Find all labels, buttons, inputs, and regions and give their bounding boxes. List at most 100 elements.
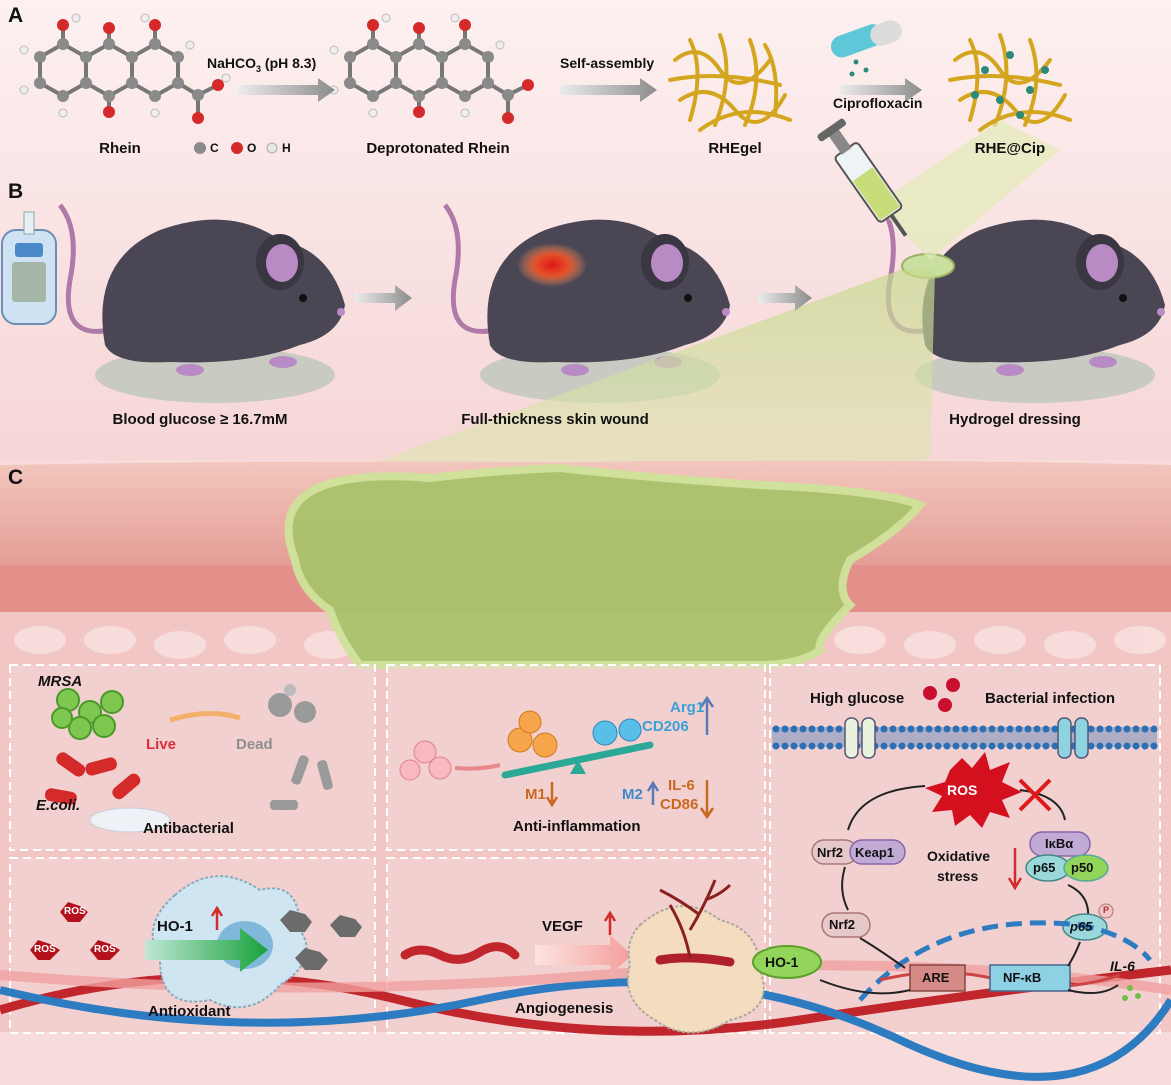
vegf-arrow: [535, 935, 632, 975]
dead-bacteria: [268, 684, 333, 810]
ho1-green-arrow: [145, 928, 268, 972]
label-phospho: P: [1103, 905, 1110, 915]
ecoli-rods: [44, 752, 141, 805]
label-ho1: HO-1: [157, 918, 193, 935]
ros-label-2: ROS: [34, 944, 56, 955]
mouse-diabetic: [57, 203, 346, 403]
label-dead: Dead: [236, 736, 273, 753]
syringe-icon: [817, 118, 908, 237]
label-p65: p65: [1033, 860, 1056, 875]
endothelial-cell: [626, 879, 765, 1034]
label-m2: M2: [622, 786, 643, 803]
hydrogel-in-wound: [284, 463, 927, 669]
reaction-arrow-2: [560, 78, 657, 102]
arg1-up-arrow: [699, 695, 715, 735]
zoom-beam-top: [875, 120, 1060, 260]
ros-label-1: ROS: [64, 906, 86, 917]
label-il6-inflam: IL-6: [668, 777, 695, 794]
phospho-badge: [1098, 903, 1114, 919]
cell-nucleus-1: [89, 807, 171, 833]
title-antibacterial: Antibacterial: [143, 820, 234, 837]
legend-oxygen-dot: [231, 142, 243, 154]
label-oxidative: Oxidative: [927, 848, 991, 864]
process-arrow-2: [758, 285, 812, 311]
m1-macrophages: [399, 740, 452, 781]
legend-carbon-dot: [194, 142, 206, 154]
label-vegf: VEGF: [542, 918, 583, 935]
label-rhein: Rhein: [99, 140, 141, 157]
ros-particles-left: [30, 902, 120, 960]
mrsa-cluster: [51, 688, 124, 740]
title-anti-inflammation: Anti-inflammation: [513, 818, 641, 835]
panel-label-b: B: [8, 180, 24, 203]
fat-cells: [14, 626, 1166, 659]
ho1-up-arrow: [210, 905, 224, 930]
label-glucose: Blood glucose ≥ 16.7mM: [112, 411, 288, 428]
keap1-pill: [849, 839, 906, 865]
label-cd206: CD206: [642, 718, 689, 735]
reaction-arrow-3: [840, 78, 922, 102]
label-arg1: Arg1: [670, 699, 705, 716]
label-stress: stress: [937, 868, 979, 884]
panel-label-c: C: [8, 466, 24, 489]
p65-to-nfkb-arrow: [1067, 941, 1081, 967]
m2-up-arrow: [646, 780, 660, 805]
legend-o: O: [247, 141, 257, 155]
seesaw-bar: [501, 741, 654, 779]
zoom-beam: [300, 270, 935, 490]
m2-macrophages-blue: [592, 718, 642, 746]
label-ciprofloxacin: Ciprofloxacin: [833, 95, 923, 111]
label-il6-signal: IL-6: [1110, 958, 1135, 974]
label-ho1-badge: HO-1: [765, 954, 799, 970]
vegf-molecule: [400, 942, 520, 964]
label-reagent: NaHCO3 (pH 8.3): [207, 55, 317, 74]
nrf2-release-arrow: [841, 866, 849, 911]
title-antioxidant: Antioxidant: [148, 1003, 231, 1020]
label-ecoli: E.coli.: [36, 797, 81, 814]
legend-c: C: [210, 141, 219, 155]
label-self-assembly: Self-assembly: [560, 55, 655, 71]
ho1-badge: [752, 945, 822, 979]
label-rhegel: RHEgel: [708, 140, 762, 157]
ros-burst: [925, 752, 1022, 828]
label-nrf2-free: Nrf2: [829, 917, 856, 932]
rhein-molecule: [19, 13, 231, 124]
label-high-glucose: High glucose: [810, 690, 905, 707]
ciprofloxacin-capsule-icon: [830, 20, 902, 77]
label-are: ARE: [922, 970, 950, 985]
p50-pill: [1063, 854, 1109, 882]
title-angiogenesis: Angiogenesis: [515, 1000, 614, 1017]
label-rhe-cip: RHE@Cip: [974, 140, 1046, 157]
are-output-arrow: [819, 979, 911, 995]
il6-dots: [1122, 985, 1141, 1001]
inhibition-cross: [1018, 778, 1052, 812]
ikba-pill: [1029, 831, 1091, 857]
rhegel-fiber-network: [668, 33, 792, 132]
panel-label-a: A: [8, 4, 24, 27]
nrf2-to-are-arrow: [859, 937, 906, 969]
legend-h: H: [282, 141, 291, 155]
label-ikba: IκBα: [1045, 836, 1074, 851]
m1-down-arrow: [545, 782, 559, 808]
macrophage-arrow: [454, 763, 501, 771]
nfkb-output-arrow: [1067, 984, 1119, 995]
oxidative-down-arrow: [1007, 848, 1023, 891]
rhe-cip-network: [948, 33, 1072, 132]
membrane-channel-2: [1057, 717, 1089, 759]
legend-hydrogen-dot: [266, 142, 278, 154]
ros-dots: [923, 678, 960, 712]
label-wound: Full-thickness skin wound: [461, 411, 649, 428]
glucometer-icon: [1, 211, 57, 325]
ros-label-3: ROS: [94, 944, 116, 955]
ros-particles-scavenged: [280, 910, 362, 970]
process-arrow-1: [355, 285, 412, 311]
label-dressing: Hydrogel dressing: [949, 411, 1081, 428]
label-ros-burst: ROS: [947, 782, 978, 798]
il6-down-arrow: [699, 780, 715, 820]
label-p50: p50: [1071, 860, 1094, 875]
label-bacterial: Bacterial infection: [985, 690, 1116, 707]
mouse-treated: [877, 203, 1165, 403]
label-live: Live: [146, 736, 177, 753]
